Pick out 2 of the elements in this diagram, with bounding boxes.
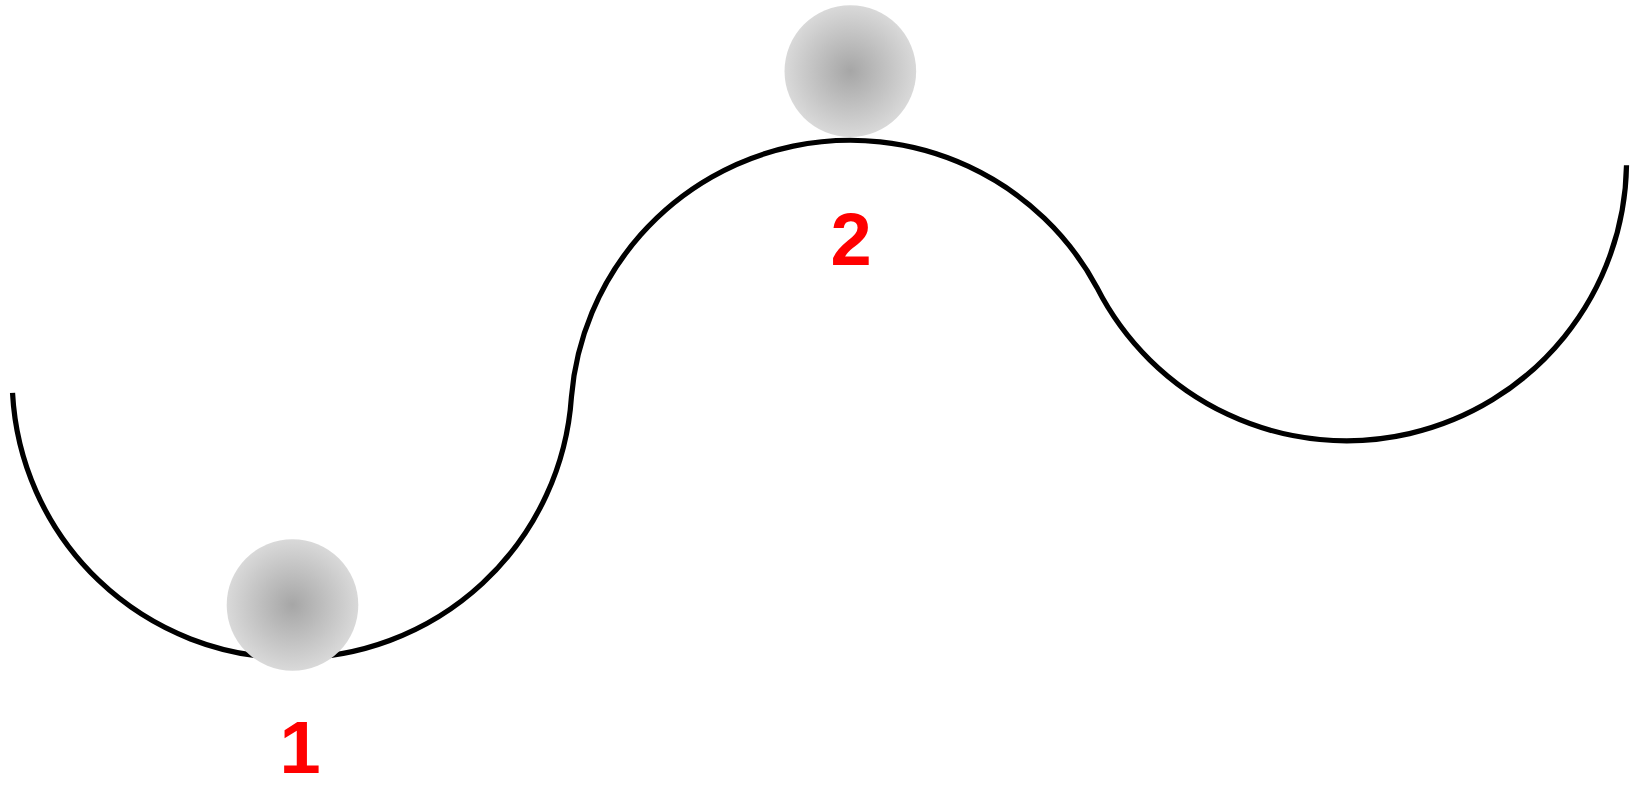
position-number: 1 <box>279 711 321 785</box>
position-number: 2 <box>830 203 872 277</box>
